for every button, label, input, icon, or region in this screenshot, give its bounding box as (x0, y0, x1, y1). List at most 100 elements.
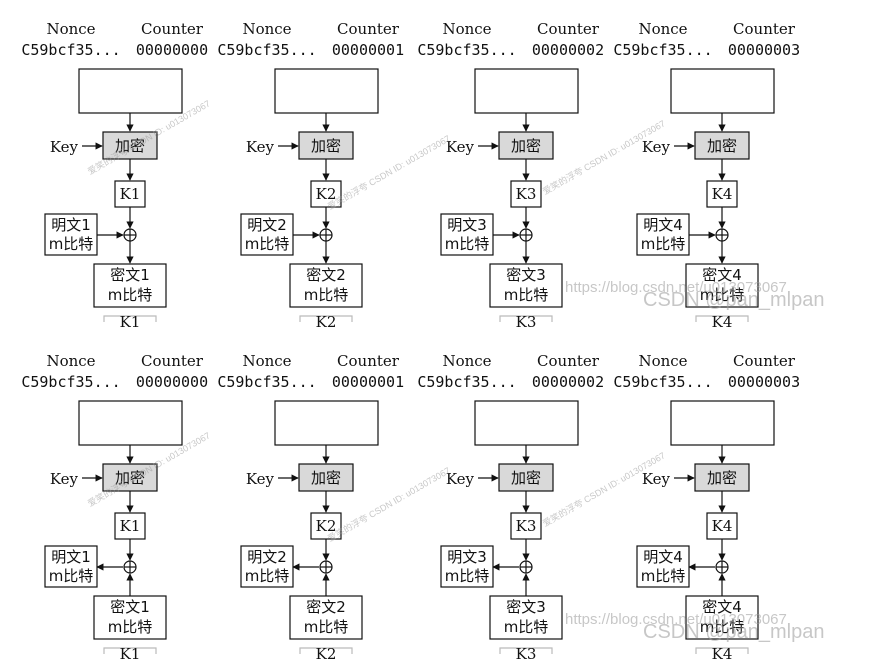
key-label: Key (642, 138, 671, 156)
keystream-label: K1 (120, 517, 141, 535)
nonce-value: C59bcf35... (613, 41, 712, 59)
plaintext-label: 明文1 (51, 216, 91, 234)
ciphertext-size: m比特 (304, 618, 349, 636)
encrypt-block (694, 131, 750, 160)
nonce-label: Nonce (46, 20, 95, 38)
plaintext-box (636, 213, 690, 256)
ciphertext-size: m比特 (108, 286, 153, 304)
encrypt-label: 加密 (115, 137, 145, 155)
counter-label: Counter (141, 352, 204, 370)
counter-label: Counter (537, 20, 600, 38)
plaintext-size: m比特 (245, 567, 290, 585)
counter-value: 00000003 (728, 373, 800, 391)
plaintext-label: 明文1 (51, 548, 91, 566)
key-label: Key (446, 138, 475, 156)
counter-box (474, 68, 579, 114)
plaintext-label: 明文4 (643, 548, 683, 566)
plaintext-box (440, 213, 494, 256)
cut-block (499, 315, 553, 322)
plaintext-size: m比特 (49, 235, 94, 253)
key-label: Key (246, 138, 275, 156)
ciphertext-label: 密文3 (506, 598, 546, 616)
url-watermark: https://blog.csdn.net/u013073067 (565, 279, 787, 296)
ciphertext-label: 密文4 (702, 266, 742, 284)
cut-block-label: K4 (712, 313, 733, 331)
cut-block (695, 315, 749, 322)
counter-label: Counter (537, 352, 600, 370)
keystream-label: K3 (516, 517, 537, 535)
counter-value: 00000002 (532, 373, 604, 391)
counter-value: 00000003 (728, 41, 800, 59)
keystream-box (510, 512, 542, 540)
nonce-value: C59bcf35... (217, 373, 316, 391)
nonce-value: C59bcf35... (21, 373, 120, 391)
ciphertext-size: m比特 (700, 618, 745, 636)
cut-block-label: K4 (712, 645, 733, 663)
nonce-value: C59bcf35... (417, 41, 516, 59)
cut-block-label: K2 (316, 313, 337, 331)
counter-label: Counter (337, 20, 400, 38)
counter-label: Counter (141, 20, 204, 38)
plaintext-label: 明文3 (447, 548, 487, 566)
keystream-label: K4 (712, 517, 733, 535)
nonce-label: Nonce (242, 352, 291, 370)
key-label: Key (446, 470, 475, 488)
cut-block (299, 647, 353, 654)
cut-block (695, 647, 749, 654)
nonce-label: Nonce (442, 352, 491, 370)
counter-value: 00000001 (332, 41, 404, 59)
plaintext-size: m比特 (641, 567, 686, 585)
counter-value: 00000002 (532, 41, 604, 59)
counter-value: 00000001 (332, 373, 404, 391)
encrypt-label: 加密 (511, 137, 541, 155)
keystream-box (510, 180, 542, 208)
ciphertext-box (685, 595, 759, 640)
plaintext-label: 明文3 (447, 216, 487, 234)
encrypt-block (102, 463, 158, 492)
ciphertext-size: m比特 (108, 618, 153, 636)
diagonal-watermark: 爱笑的浮夸 CSDN ID: u013073067 (541, 449, 667, 528)
key-label: Key (246, 470, 275, 488)
ciphertext-box (489, 595, 563, 640)
diagonal-watermark: 爱笑的浮夸 CSDN ID: u013073067 (541, 117, 667, 196)
cut-block-label: K3 (516, 645, 537, 663)
keystream-box (706, 180, 738, 208)
plaintext-label: 明文4 (643, 216, 683, 234)
ciphertext-size: m比特 (700, 286, 745, 304)
encrypt-label: 加密 (311, 469, 341, 487)
encrypt-label: 加密 (707, 137, 737, 155)
counter-box (474, 400, 579, 446)
plaintext-size: m比特 (245, 235, 290, 253)
keystream-box (310, 180, 342, 208)
plaintext-box (44, 545, 98, 588)
cut-block (103, 647, 157, 654)
ciphertext-box (93, 263, 167, 308)
keystream-box (706, 512, 738, 540)
encrypt-label: 加密 (311, 137, 341, 155)
ciphertext-size: m比特 (304, 286, 349, 304)
keystream-label: K2 (316, 517, 337, 535)
nonce-label: Nonce (46, 352, 95, 370)
nonce-label: Nonce (638, 20, 687, 38)
keystream-box (310, 512, 342, 540)
nonce-label: Nonce (242, 20, 291, 38)
keystream-label: K1 (120, 185, 141, 203)
nonce-label: Nonce (638, 352, 687, 370)
encrypt-block (102, 131, 158, 160)
ciphertext-label: 密文3 (506, 266, 546, 284)
cut-block-label: K1 (120, 645, 141, 663)
plaintext-box (440, 545, 494, 588)
nonce-value: C59bcf35... (613, 373, 712, 391)
nonce-label: Nonce (442, 20, 491, 38)
plaintext-label: 明文2 (247, 548, 287, 566)
counter-box (670, 68, 775, 114)
cut-block-label: K2 (316, 645, 337, 663)
encrypt-label: 加密 (511, 469, 541, 487)
cut-block-label: K1 (120, 313, 141, 331)
